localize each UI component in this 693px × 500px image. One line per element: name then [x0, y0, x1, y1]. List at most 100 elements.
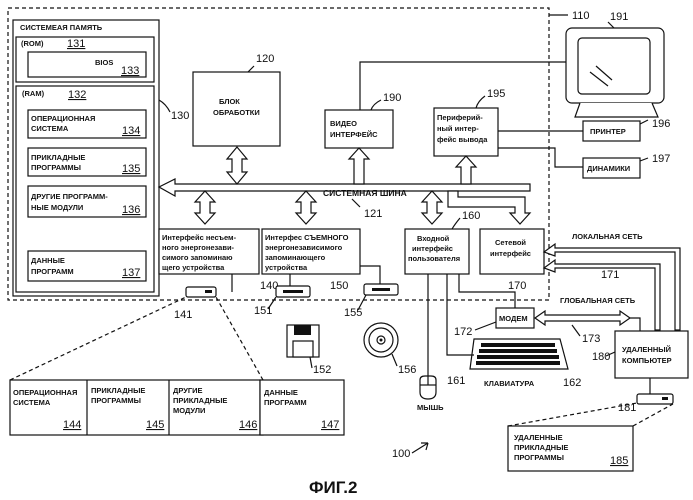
remote-apps-ref: 185 — [610, 455, 628, 467]
apps-line1: ПРИКЛАДНЫЕ — [31, 153, 85, 162]
cd-ref: 156 — [398, 364, 416, 376]
removable-line4: устройства — [265, 263, 308, 272]
computer-ref: 110 — [572, 10, 590, 22]
apps-ref: 135 — [122, 163, 140, 175]
os-ref: 134 — [122, 125, 140, 137]
bus-label: СИСТЕМНАЯ ШИНА — [323, 188, 407, 198]
nonremovable-line1: Интерфейс несъем- — [162, 233, 237, 242]
system-memory-leader — [159, 100, 170, 112]
data-line1: ДАННЫЕ — [31, 256, 65, 265]
modules-line1: ДРУГИЕ ПРОГРАММ- — [31, 192, 108, 201]
hdd-os-ref: 144 — [63, 419, 81, 431]
hdd-data-line1: ДАННЫЕ — [264, 388, 298, 397]
hdd-modules-line3: МОДУЛИ — [173, 406, 205, 415]
keyboard-label: КЛАВИАТУРА — [484, 379, 535, 388]
cpu-ref: 120 — [256, 53, 274, 65]
cpu-line1: БЛОК — [219, 97, 240, 106]
apps-line2: ПРОГРАММЫ — [31, 163, 81, 172]
hard-disk-icon: 141 — [10, 287, 263, 380]
removable-storage-interface: Интерфес СЪЕМНОГО энергонезависимого зап… — [262, 191, 380, 292]
cpu-line2: ОБРАБОТКИ — [213, 108, 260, 117]
video-line2: ИНТЕРФЕЙС — [330, 130, 378, 139]
remote-apps-line2: ПРИКЛАДНЫЕ — [514, 443, 568, 452]
wan-label: ГЛОБАЛЬНАЯ СЕТЬ — [560, 296, 636, 305]
network-ref: 170 — [508, 280, 526, 292]
hdd-modules-ref: 146 — [239, 419, 257, 431]
removable-line2: энергонезависимого — [265, 243, 343, 252]
bios-ref: 133 — [121, 65, 139, 77]
input-line1: Входной — [417, 234, 450, 243]
data-line2: ПРОГРАММ — [31, 267, 74, 276]
input-line2: интерфейс — [412, 244, 453, 253]
speakers: ДИНАМИКИ 197 — [583, 153, 670, 178]
lan-label: ЛОКАЛЬНАЯ СЕТЬ — [572, 232, 643, 241]
mouse-ref: 161 — [447, 375, 465, 387]
os-line1: ОПЕРАЦИОННАЯ — [31, 114, 95, 123]
lan-ref: 171 — [601, 269, 619, 281]
remote-line1: УДАЛЕННЫЙ — [622, 345, 671, 354]
removable-line3: запоминающего — [265, 253, 326, 262]
speakers-ref: 197 — [652, 153, 670, 165]
nonremovable-storage-interface: Интерфейс несъем- ного энергонезави- сим… — [159, 191, 278, 292]
input-line3: пользователя — [408, 254, 460, 263]
figure-label: ФИГ.2 — [309, 478, 357, 497]
remote-ref: 180 — [592, 351, 610, 363]
remote-line2: КОМПЬЮТЕР — [622, 356, 672, 365]
video-ref: 190 — [383, 92, 401, 104]
wan-ref: 173 — [582, 333, 600, 345]
floppy-ref: 152 — [313, 364, 331, 376]
cd-icon: 156 — [364, 323, 416, 376]
modem-ref: 172 — [454, 326, 472, 338]
printer-ref: 196 — [652, 118, 670, 130]
rom-ref: 131 — [67, 38, 85, 50]
periph-line2: ный интер- — [437, 124, 479, 133]
system-memory-ref: 130 — [171, 110, 189, 122]
modem-label: МОДЕМ — [499, 314, 528, 323]
speakers-label: ДИНАМИКИ — [587, 164, 630, 173]
ram-ref: 132 — [68, 89, 86, 101]
network-line2: интерфейс — [490, 249, 531, 258]
printer: ПРИНТЕР 196 — [583, 118, 670, 141]
monitor-ref: 191 — [610, 11, 628, 23]
rom-label: (ROM) — [21, 39, 44, 48]
input-ref: 160 — [462, 210, 480, 222]
monitor: 191 — [360, 11, 664, 117]
cd-drive-icon: 155 — [344, 284, 398, 319]
peripheral-output-interface: Периферий- ный интер- фейс вывода 195 — [434, 88, 583, 184]
video-interface: ВИДЕО ИНТЕРФЕЙС 190 — [325, 92, 401, 184]
hdd-apps-line2: ПРОГРАММЫ — [91, 396, 141, 405]
hdd-ref: 141 — [174, 309, 192, 321]
floppy-disk-icon: 152 — [287, 325, 331, 376]
keyboard-ref: 162 — [563, 377, 581, 389]
hdd-modules-line2: ПРИКЛАДНЫЕ — [173, 396, 227, 405]
nonremovable-line4: щего устройства — [162, 263, 225, 272]
periph-line3: фейс вывода — [437, 135, 488, 144]
hdd-modules-line1: ДРУГИЕ — [173, 386, 203, 395]
remote-apps: УДАЛЕННЫЕ ПРИКЛАДНЫЕ ПРОГРАММЫ 185 — [508, 426, 633, 471]
nonremovable-line3: симого запоминаю — [162, 253, 233, 262]
modules-line2: НЫЕ МОДУЛИ — [31, 203, 83, 212]
removable-ref: 150 — [330, 280, 348, 292]
remote-computer: УДАЛЕННЫЙ КОМПЬЮТЕР 180 — [592, 318, 688, 394]
mouse-label: МЫШЬ — [417, 403, 444, 412]
hdd-contents: ОПЕРАЦИОННАЯ СИСТЕМА 144 ПРИКЛАДНЫЕ ПРОГ… — [10, 380, 344, 435]
network-line1: Сетевой — [495, 238, 526, 247]
system-ref: 100 — [392, 448, 410, 460]
remote-apps-line1: УДАЛЕННЫЕ — [514, 433, 563, 442]
ram-label: (RAM) — [22, 89, 45, 98]
data-ref: 137 — [122, 267, 140, 279]
video-line1: ВИДЕО — [330, 119, 357, 128]
os-line2: СИСТЕМА — [31, 124, 69, 133]
bus-ref: 121 — [364, 208, 382, 220]
hdd-apps-line1: ПРИКЛАДНЫЕ — [91, 386, 145, 395]
periph-ref: 195 — [487, 88, 505, 100]
cd-drive-ref: 155 — [344, 307, 362, 319]
hdd-os-line1: ОПЕРАЦИОННАЯ — [13, 388, 77, 397]
remote-disk: 181 — [508, 394, 673, 426]
hdd-data-line2: ПРОГРАММ — [264, 398, 307, 407]
periph-line1: Периферий- — [437, 113, 483, 122]
printer-label: ПРИНТЕР — [590, 127, 626, 136]
remote-apps-line3: ПРОГРАММЫ — [514, 453, 564, 462]
system-ref-arrow — [412, 443, 428, 453]
